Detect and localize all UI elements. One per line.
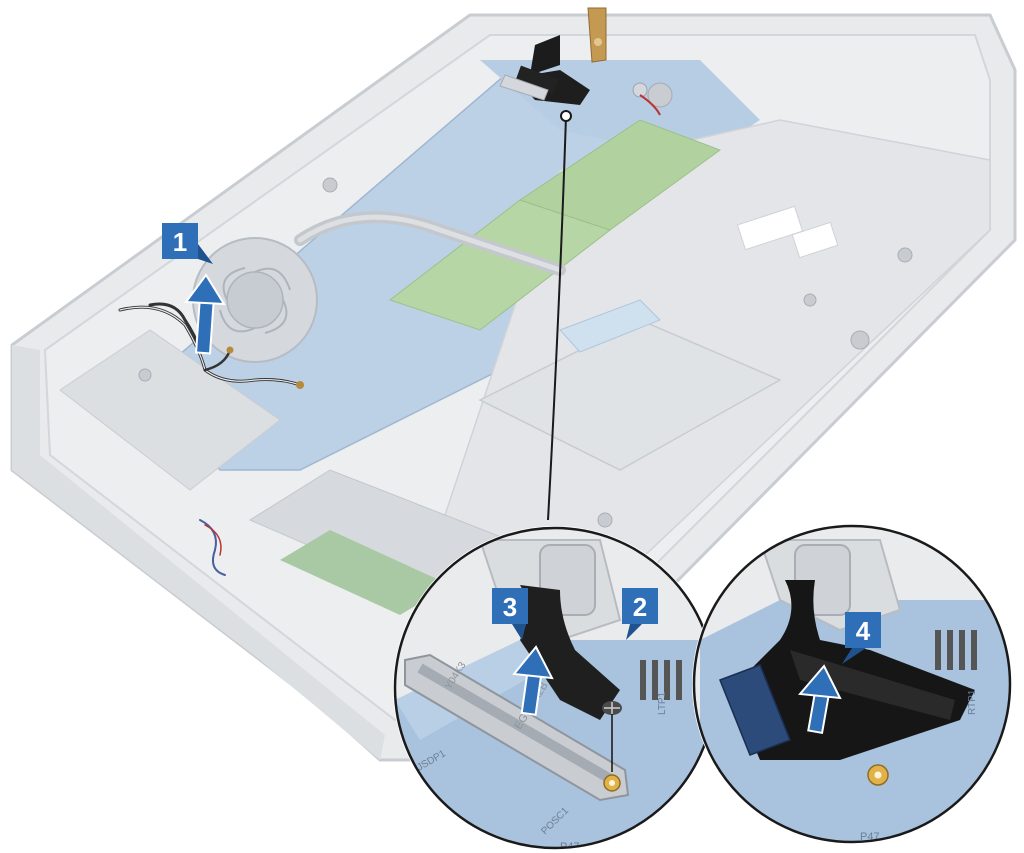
step-3-box: [492, 588, 528, 624]
step-4-number: 4: [856, 616, 871, 646]
chassis-front-edge: [12, 345, 385, 760]
step-2-number: 2: [633, 592, 647, 622]
step-2-box: [622, 588, 658, 624]
lift-arrow-icon: [184, 273, 226, 355]
ssd-board: [280, 530, 450, 615]
zoom-view-bracket: EGIS4A2B Y04K3 LTP1 J-JSDP1 POSC1 P47 3: [393, 526, 717, 853]
step-2-marker: 2: [622, 588, 658, 640]
step-1-box: [162, 223, 198, 259]
left-shield-plate: [59, 329, 281, 491]
callout-leader-line: [547, 115, 567, 521]
ribbon-cable: [559, 299, 661, 353]
screw-icon: [602, 701, 622, 772]
lift-arrow-icon: [512, 645, 554, 716]
step-3-number: 3: [503, 592, 517, 622]
zoom-view-display-cable: RTP1 P47 4: [692, 524, 1012, 844]
hinge-bracket: [587, 7, 607, 63]
board-code-rtp1: RTP1: [967, 689, 978, 715]
bracket-small-view: [499, 74, 549, 101]
board-code-p47: P47: [560, 841, 580, 853]
sticker: [736, 205, 804, 251]
step-1-marker: 1: [162, 223, 213, 264]
step-3-marker: 3: [492, 588, 528, 640]
board-code-ltp1: LTP1: [657, 691, 668, 715]
memory-module-2: [518, 119, 722, 231]
board-code-p47-b: P47: [860, 831, 880, 843]
lift-arrow-icon: [797, 664, 842, 735]
step-4-box: [845, 612, 881, 648]
step-4-marker: 4: [842, 612, 881, 664]
step-1-number: 1: [173, 227, 187, 257]
